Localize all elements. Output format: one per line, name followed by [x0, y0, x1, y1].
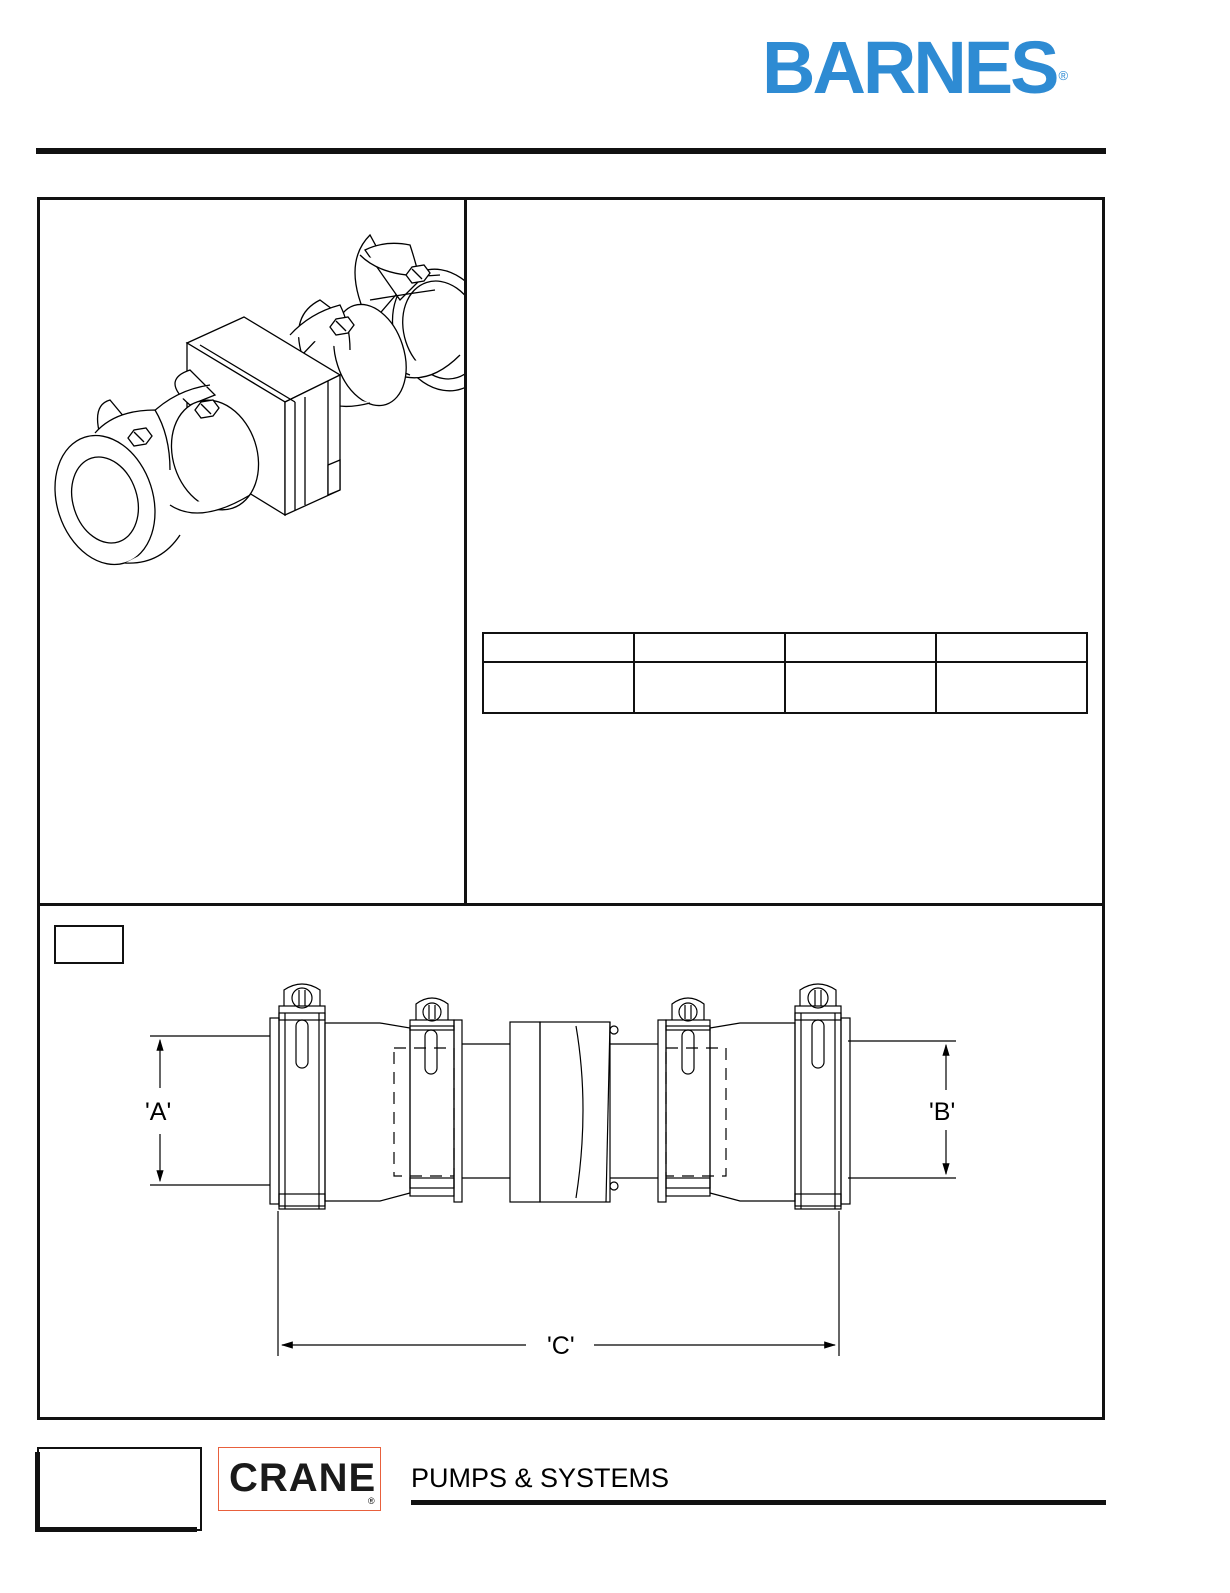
crane-registered-mark: ® [368, 1496, 375, 1506]
dim-c-extension [277, 1211, 840, 1356]
right-reducer-body [709, 1022, 796, 1202]
header-rule [36, 148, 1106, 154]
vertical-divider [464, 197, 467, 905]
left-inner-coupling [393, 997, 463, 1203]
spec-table-header-cell [482, 632, 635, 663]
spec-table-header-row [482, 632, 1088, 663]
product-isometric-illustration [54, 233, 464, 566]
spec-table-cell [935, 661, 1088, 714]
figure-label-box [54, 925, 124, 964]
horizontal-divider [37, 903, 1105, 906]
barnes-logo: BARNES® [762, 26, 1069, 109]
barnes-logo-text: BARNES [762, 26, 1059, 109]
right-inner-coupling [657, 997, 727, 1203]
bolt-icon [405, 264, 431, 284]
spec-table-cell [633, 661, 786, 714]
footer-box-shadow [35, 1527, 197, 1532]
division-name: PUMPS & SYSTEMS [411, 1463, 670, 1493]
barnes-registered-mark: ® [1058, 68, 1069, 83]
dim-a-extension [150, 1035, 270, 1186]
crane-logo-text: CRANE [229, 1456, 377, 1500]
near-coupling [149, 369, 260, 514]
spec-table-header-cell [633, 632, 786, 663]
right-pipe [610, 1043, 658, 1179]
spec-table-row [482, 661, 1088, 714]
footer-box-shadow [35, 1452, 40, 1532]
footer-rule [411, 1500, 1106, 1505]
dimension-drawing [150, 983, 956, 1356]
spec-table [482, 632, 1088, 714]
spec-table-header-cell [935, 632, 1088, 663]
front-coupling [54, 399, 181, 566]
center-body [509, 1021, 619, 1203]
spec-table-cell [784, 661, 937, 714]
left-pipe [462, 1043, 510, 1179]
dimension-b-label: 'B' [929, 1098, 956, 1126]
spec-table-header-cell [784, 632, 937, 663]
dim-b-extension [848, 1040, 956, 1179]
spec-table-cell [482, 661, 635, 714]
crane-logo [218, 1447, 381, 1511]
left-reducer-body [324, 1022, 411, 1202]
dimension-c-label: 'C' [543, 1332, 579, 1360]
dimension-a-label: 'A' [145, 1098, 172, 1126]
left-outer-coupling [269, 983, 326, 1210]
footer-empty-box [37, 1447, 202, 1531]
right-outer-coupling [794, 983, 851, 1210]
content-frame [37, 197, 1105, 1420]
